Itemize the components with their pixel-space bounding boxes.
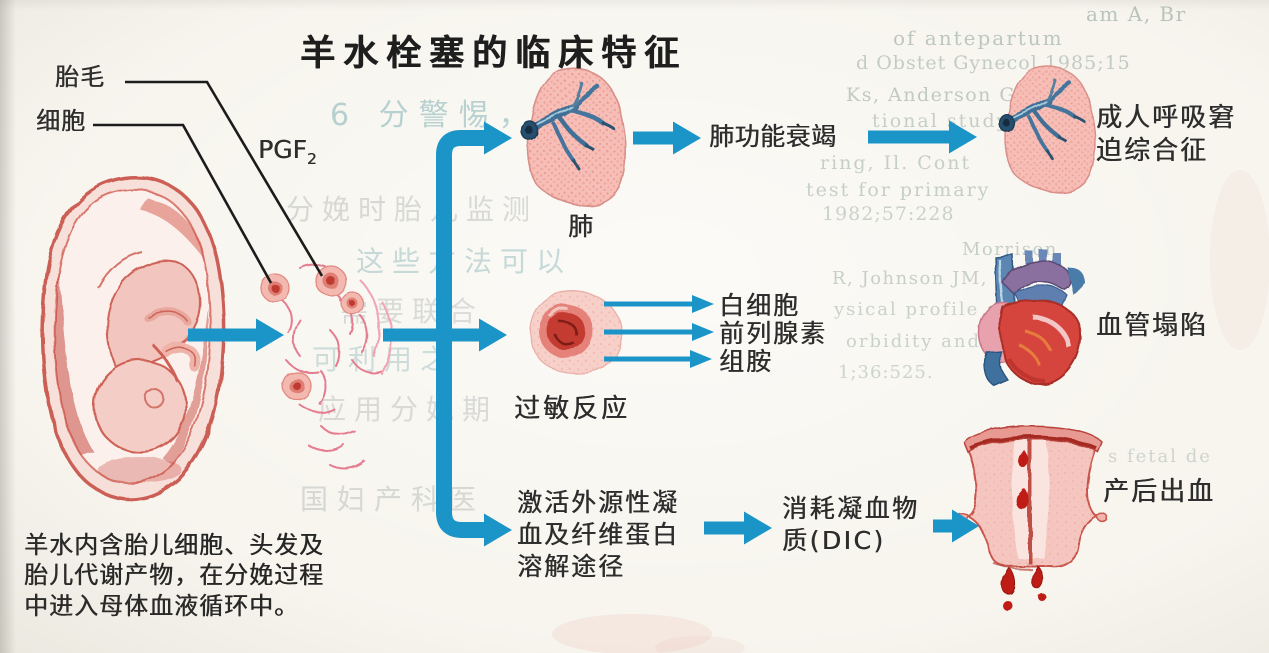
leader-line-cells [93, 123, 273, 284]
amniotic-debris-illustration [260, 263, 393, 470]
flow-arrows [188, 120, 979, 547]
label-pgf2: PGF2 [258, 134, 317, 170]
arrow-to-histamine [604, 350, 712, 368]
caption-text: 羊水内含胎儿细胞、头发及 胎儿代谢产物，在分娩过程 中进入母体血液循环中。 [24, 531, 324, 620]
label-prostaglandin: 前列腺素 [719, 319, 828, 348]
arrow-debris-to-cell [383, 318, 507, 352]
arrow-coag-to-dic [704, 511, 772, 545]
fetus-in-uterus-illustration [40, 175, 226, 502]
label-lung-failure: 肺功能衰竭 [709, 122, 837, 151]
label-dic: 消耗凝血物 质(DIC) [782, 494, 920, 555]
arrow-fetus-to-debris [188, 318, 284, 352]
fetal-cells [260, 265, 364, 401]
arrow-branch-bottom [484, 513, 512, 547]
ards-lung-illustration [999, 67, 1095, 193]
label-postpartum-hemorrhage: 产后出血 [1103, 477, 1216, 507]
postpartum-uterus-illustration [955, 425, 1109, 611]
arrow-to-wbc [604, 295, 714, 313]
label-ards: 成人呼吸窘 迫综合征 [1096, 103, 1237, 166]
label-anaphylaxis: 过敏反应 [514, 394, 631, 424]
label-fetal-hair: 胎毛 [55, 63, 105, 91]
mast-cell-illustration [529, 290, 623, 375]
label-wbc: 白细胞 [719, 291, 801, 320]
figure-title: 羊水栓塞的临床特征 [300, 34, 688, 74]
lung-illustration [521, 69, 626, 206]
arrow-failure-to-ards [868, 120, 977, 154]
arrow-lung-to-failure [633, 121, 701, 155]
label-coagulation-pathway: 激活外源性凝 血及纤维蛋白 溶解途径 [517, 488, 680, 581]
label-lung: 肺 [568, 212, 594, 241]
arrow-to-prostaglandin [604, 323, 714, 341]
arrow-dic-to-uterus [933, 509, 979, 543]
label-histamine: 组胺 [719, 347, 774, 376]
label-vascular-collapse: 血管塌陷 [1096, 311, 1209, 341]
branch-trunk [436, 121, 512, 547]
arrow-branch-top [484, 121, 512, 155]
pgf2-base: PGF [258, 135, 307, 164]
label-cells: 细胞 [36, 107, 86, 135]
scan-smudges [552, 170, 1269, 653]
leader-line-fetal-hair [125, 80, 324, 277]
heart-illustration [978, 249, 1085, 386]
pgf2-subscript: 2 [306, 150, 317, 168]
